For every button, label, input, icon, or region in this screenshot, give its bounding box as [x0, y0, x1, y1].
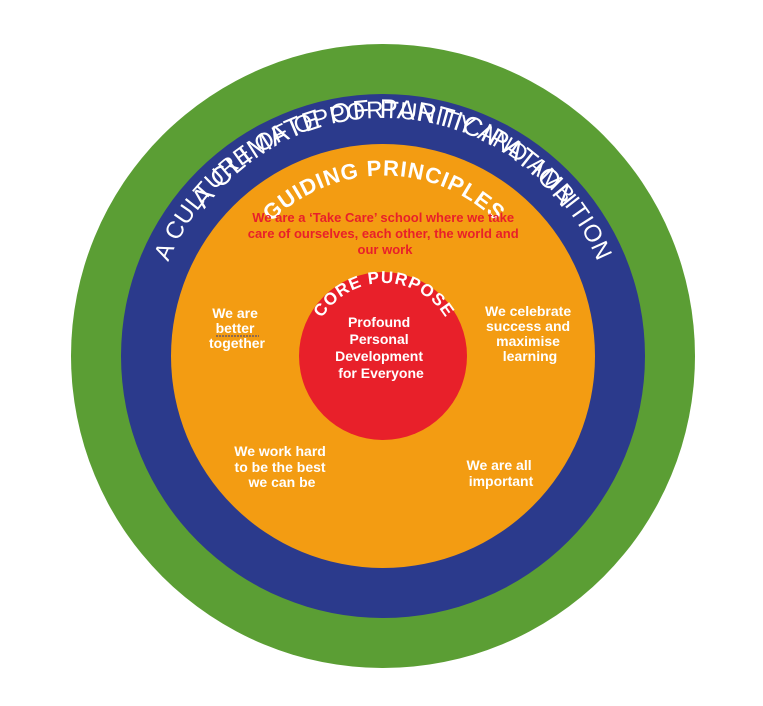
principle-celebrate-success: We celebrate success and maximise learni…	[485, 303, 575, 364]
principle-all-important: We are all important	[466, 457, 535, 489]
principle-work-hard: We work hard to be the best we can be	[234, 443, 329, 490]
core-circle	[299, 272, 467, 440]
principle-better-together: We are better together	[209, 305, 266, 351]
core-purpose-text: Profound Personal Development for Everyo…	[335, 314, 427, 381]
take-care-statement: We are a ‘Take Care’ school where we tak…	[248, 210, 523, 257]
